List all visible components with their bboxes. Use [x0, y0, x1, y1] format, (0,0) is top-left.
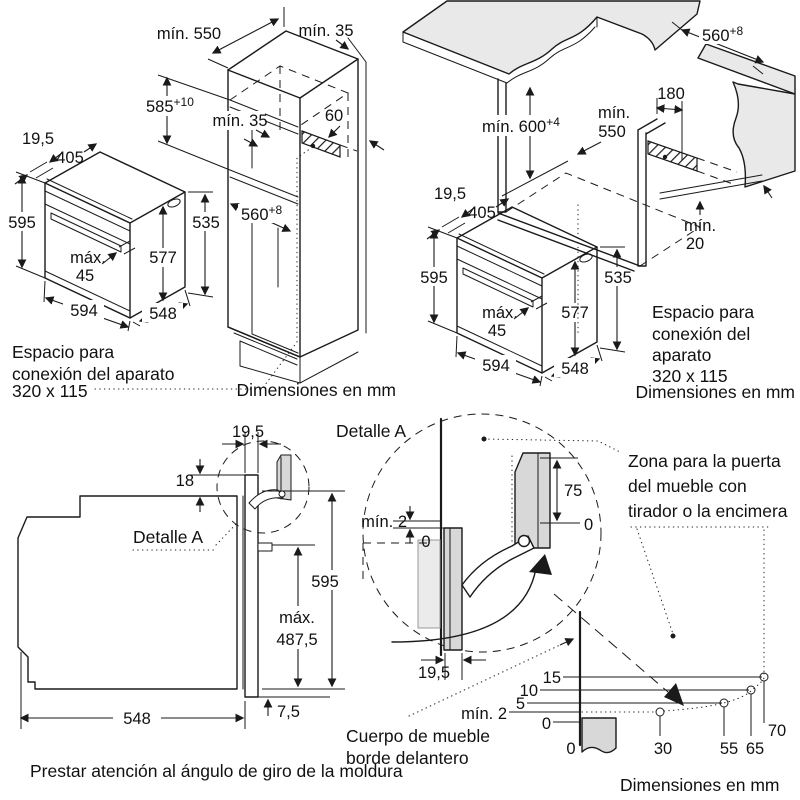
dim-oven-535: 535 [192, 214, 220, 232]
note-connection-3: 320 x 115 [12, 381, 88, 401]
tall-cabinet-dimensions: mín. 550 mín. 35 585+10 mín. 35 60 560+8… [12, 7, 396, 401]
dim-585: 585+10 [146, 95, 194, 116]
dim-oven-45: 45 [76, 267, 94, 285]
dim-595-side: 595 [311, 573, 339, 591]
graph-x-0: 0 [566, 740, 575, 758]
oven-isometric-top-right: 595 19,5 405 máx. 45 577 535 594 548 [417, 185, 635, 387]
dim-oven2-595: 595 [420, 269, 448, 287]
vent-hatch [301, 130, 341, 158]
dim-560: 560+8 [241, 203, 283, 224]
dim-min-550: mín. 550 [157, 25, 221, 43]
dim-7-5: 7,5 [277, 703, 300, 721]
dim-180: 180 [657, 85, 685, 103]
dim-oven-19-5: 19,5 [22, 130, 54, 148]
dim-max-2: 487,5 [276, 631, 317, 649]
dim-75: 75 [564, 482, 582, 500]
dim-oven2-max: máx. [482, 304, 518, 322]
graph-x-70: 70 [768, 722, 786, 740]
dim-oven2-535: 535 [604, 269, 632, 287]
dim-60: 60 [325, 107, 343, 125]
dim-0-left: 0 [421, 533, 430, 551]
note-connection-tr-4: 320 x 115 [652, 366, 728, 386]
graph-y-10: 10 [520, 682, 538, 700]
zone-note-3: tirador o la encimera [628, 501, 788, 521]
vent-hatch-2 [647, 140, 698, 172]
note-connection-tr-1: Espacio para [652, 302, 754, 322]
detail-a-label: Detalle A [133, 527, 203, 547]
dim-min-550-tr-2: 550 [598, 123, 626, 141]
dim-min-35-inner: mín. 35 [212, 112, 267, 130]
dim-oven-max: máx. [70, 249, 106, 267]
oven-isometric-top-left: 595 19,5 405 máx. 45 577 535 594 548 [5, 130, 223, 332]
zone-note-2: del mueble con [628, 476, 747, 496]
dim-min-20-2: 20 [686, 235, 704, 253]
graph-y-min2: mín. 2 [461, 705, 507, 723]
undercounter-dimensions: 560+8 180 mín. 600+4 mín. 550 mín. 20 Es… [478, 21, 796, 402]
dim-18: 18 [176, 472, 194, 490]
dim-oven-548: 548 [149, 305, 177, 323]
units-top-left: Dimensiones en mm [237, 380, 397, 400]
graph-y-5: 5 [516, 695, 525, 713]
clearance-graph: 15 10 5 mín. 2 0 0 30 55 65 70 Cuerpo de… [346, 593, 786, 795]
note-connection-tr-3: aparato [652, 345, 711, 365]
dim-min-600: mín. 600+4 [482, 115, 560, 136]
detail-a-title: Detalle A [336, 421, 406, 441]
dim-548-side: 548 [123, 710, 151, 728]
side-view-drawing: 18 19,5 Detalle A 595 máx. 487,5 7,5 548… [17, 423, 403, 781]
dim-oven-594: 594 [70, 302, 98, 320]
dim-19-5-side: 19,5 [232, 423, 264, 441]
dim-oven-577: 577 [149, 249, 177, 267]
dim-oven2-577: 577 [561, 304, 589, 322]
furniture-body-block [581, 717, 617, 754]
dim-0-right: 0 [584, 516, 593, 534]
undercounter-drawing [402, 0, 796, 334]
graph-x-30: 30 [654, 740, 672, 758]
body-note-1: Cuerpo de mueble [346, 726, 490, 746]
dim-min-20-1: mín. [684, 217, 716, 235]
graph-x-55: 55 [720, 740, 738, 758]
graph-y-0: 0 [542, 715, 551, 733]
graph-y-15: 15 [543, 669, 561, 687]
graph-x-65: 65 [746, 740, 764, 758]
dim-oven2-405: 405 [468, 204, 496, 222]
torn-wall [732, 81, 796, 188]
note-connection-1: Espacio para [12, 342, 114, 362]
caption-hinge-angle: Prestar atención al ángulo de giro de la… [30, 761, 403, 781]
dim-19-5-detail: 19,5 [418, 664, 450, 682]
dim-560-tr: 560+8 [702, 24, 744, 45]
detail-a-drawing: Detalle A mín. 2 0 75 0 19,5 Zona para l… [336, 413, 788, 682]
dim-oven2-594: 594 [482, 357, 510, 375]
units-bottom-right: Dimensiones en mm [620, 775, 780, 795]
dim-oven2-548: 548 [561, 360, 589, 378]
dim-oven-405: 405 [56, 149, 84, 167]
dim-max-1: máx. [279, 609, 315, 627]
units-top-right: Dimensiones en mm [636, 382, 796, 402]
dim-min-550-tr-1: mín. [598, 104, 630, 122]
note-connection-tr-2: conexión del [652, 324, 750, 344]
note-connection-2: conexión del aparato [12, 364, 174, 384]
zone-note-1: Zona para la puerta [628, 451, 781, 471]
dim-min-2: mín. 2 [361, 513, 407, 531]
body-note-2: borde delantero [346, 748, 469, 768]
dim-min-35-top: mín. 35 [298, 22, 353, 40]
dim-oven2-19-5: 19,5 [434, 185, 466, 203]
dim-oven-595: 595 [8, 214, 36, 232]
dim-oven2-45: 45 [488, 322, 506, 340]
